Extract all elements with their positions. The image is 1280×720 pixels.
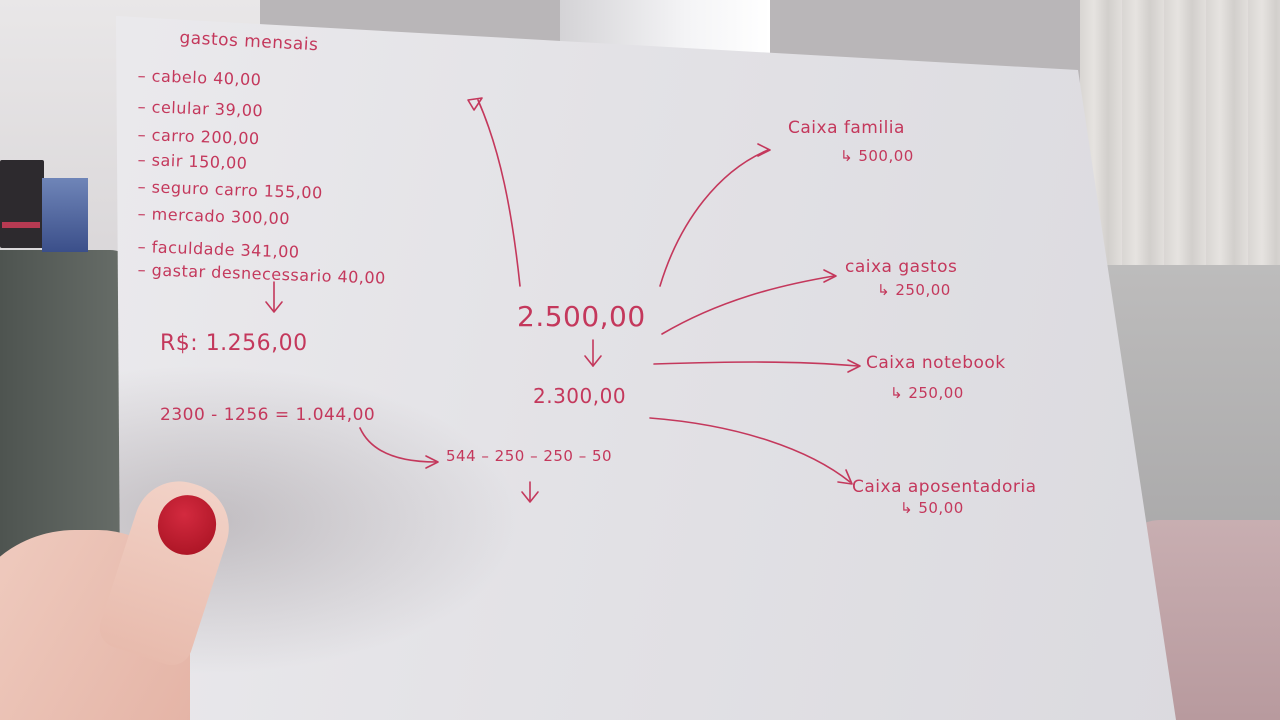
box-value-aposentadoria: ↳ 50,00	[900, 499, 964, 517]
thumb	[94, 469, 241, 671]
arrow-head	[265, 301, 283, 313]
arrow-to-notebook	[653, 361, 859, 367]
monitor	[0, 160, 44, 248]
box-value-familia: ↳ 500,00	[840, 147, 914, 165]
allocation-split: 544 – 250 – 250 – 50	[446, 447, 613, 465]
arrow-head	[823, 269, 837, 283]
expenses-total: R$: 1.256,00	[160, 331, 308, 356]
net-amount: 2.300,00	[533, 384, 627, 408]
curtain	[1080, 0, 1280, 290]
arrow-head	[757, 143, 771, 157]
arrow-head	[425, 455, 439, 469]
arrow-head	[847, 359, 861, 373]
monitor-light	[2, 222, 40, 228]
box-name-aposentadoria: Caixa aposentadoria	[852, 477, 1037, 497]
arrow-up-left	[477, 99, 521, 287]
arrow-head	[584, 355, 602, 367]
box-name-familia: Caixa familia	[788, 118, 905, 138]
income-amount: 2.500,00	[517, 300, 646, 333]
remaining-calculation: 2300 - 1256 = 1.044,00	[160, 405, 376, 425]
box-name-gastos: caixa gastos	[845, 257, 958, 277]
arrow-to-familia	[659, 149, 769, 287]
arrow-to-aposentadoria	[649, 417, 851, 483]
arrow-to-split	[359, 427, 437, 463]
sofa	[0, 250, 140, 580]
arrow-to-gastos	[661, 275, 835, 335]
box-value-gastos: ↳ 250,00	[877, 281, 951, 299]
arrow-head	[837, 469, 853, 485]
hand	[0, 469, 241, 720]
arrow-head	[521, 491, 539, 503]
book	[42, 178, 88, 252]
box-value-notebook: ↳ 250,00	[890, 384, 964, 402]
box-name-notebook: Caixa notebook	[866, 353, 1006, 373]
arrow-head	[467, 97, 483, 111]
